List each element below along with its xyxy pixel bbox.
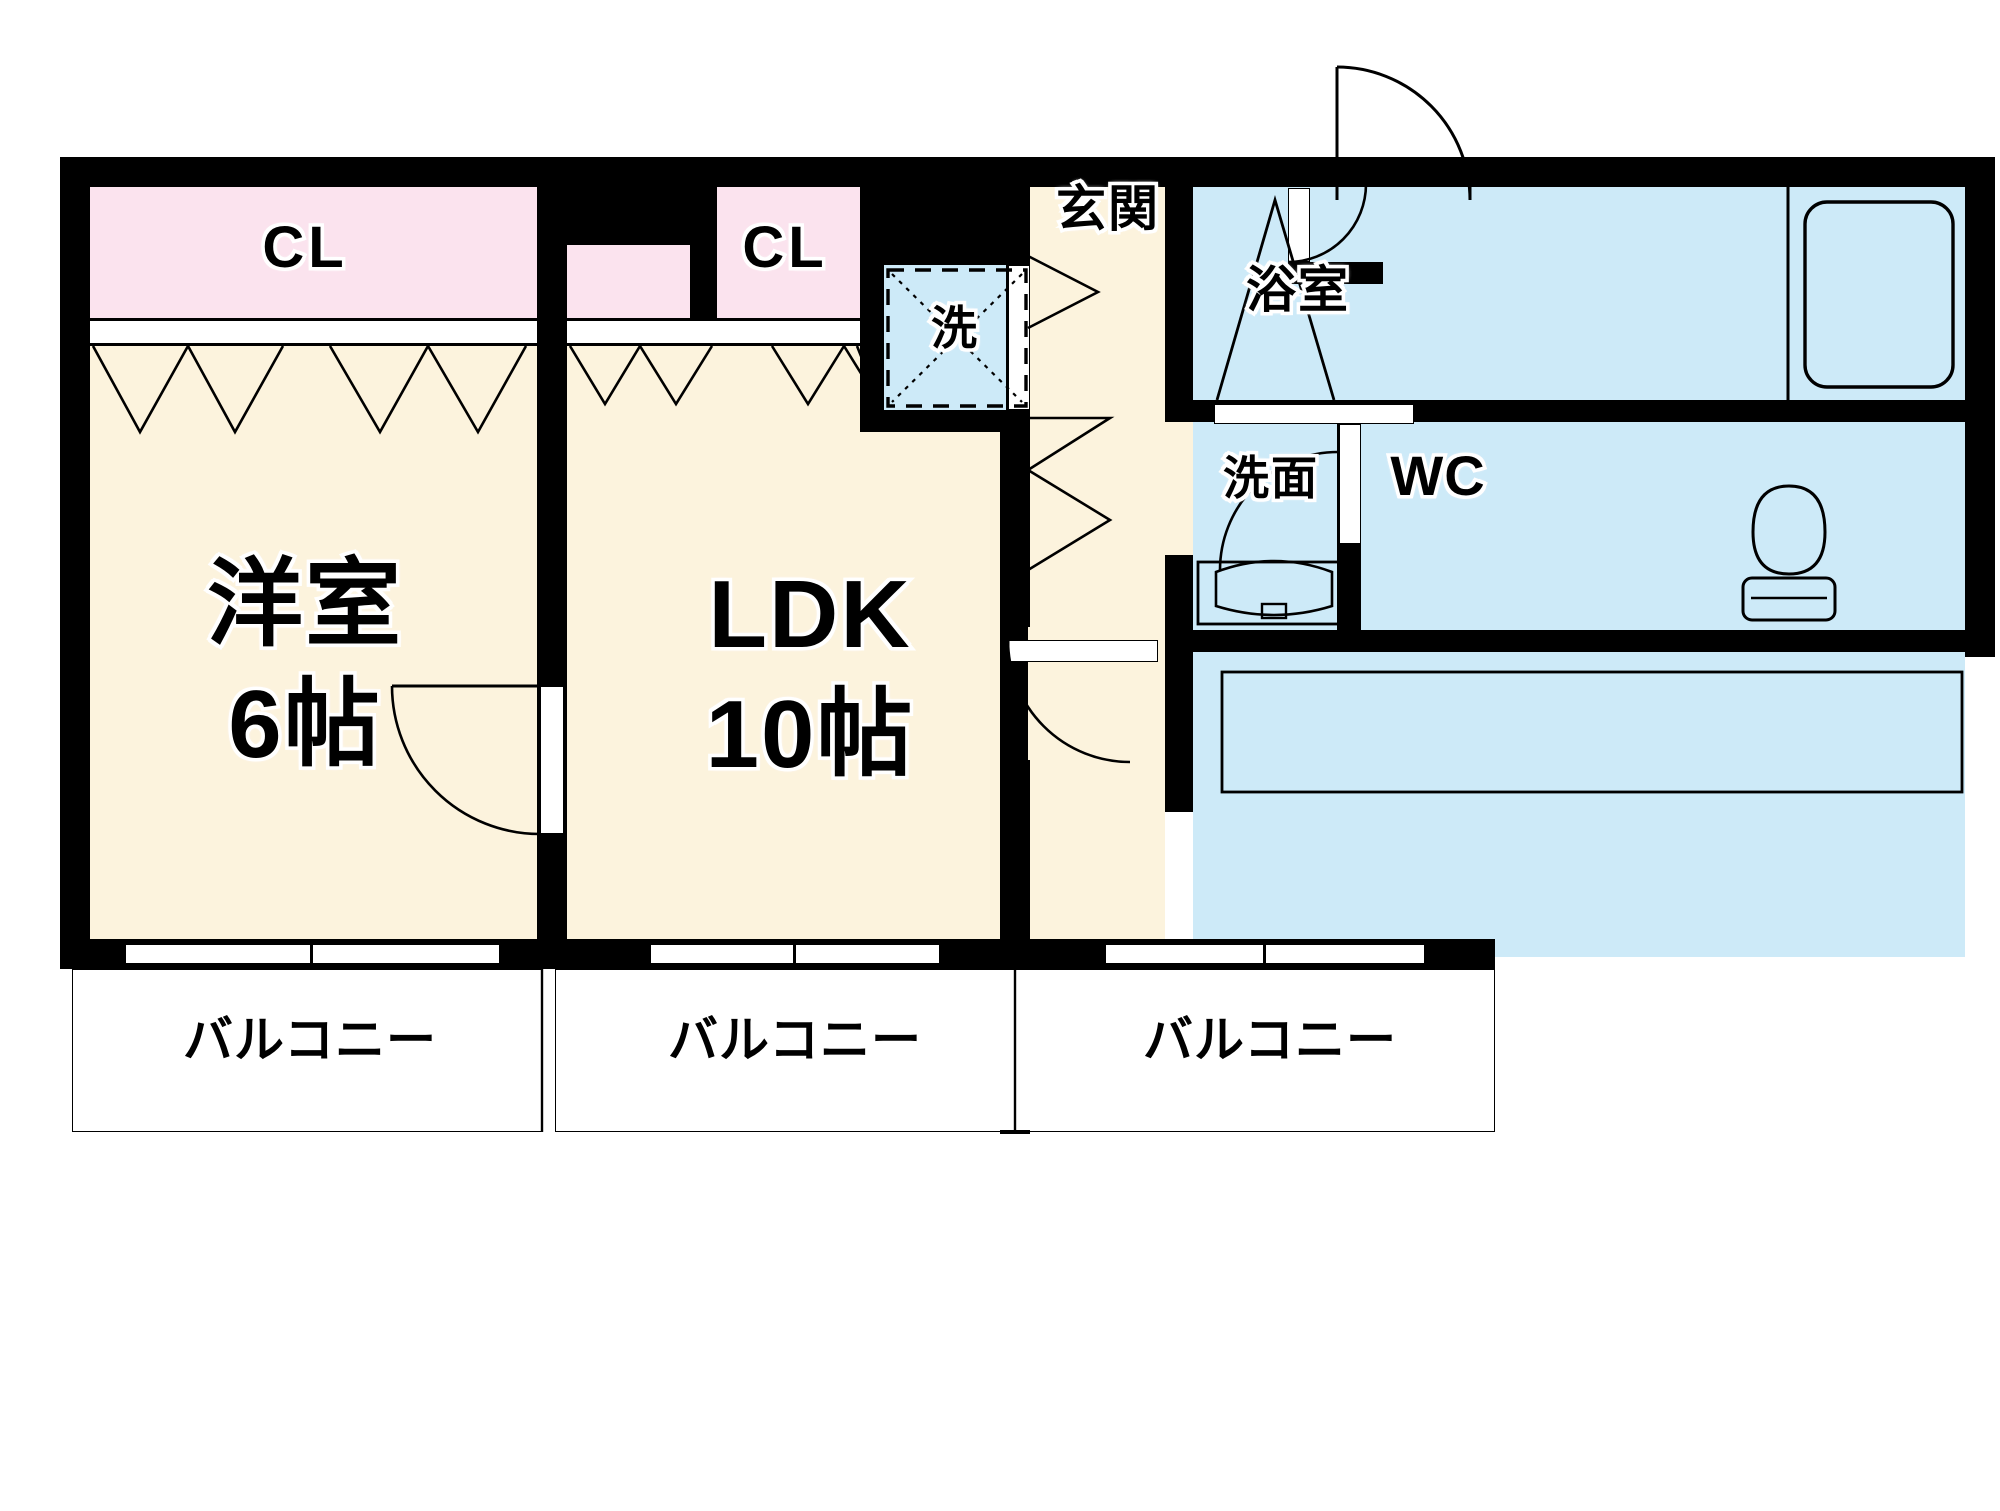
wall-edge-left-redraw: [60, 157, 90, 969]
room-washitsu-name: 洋室: [204, 551, 405, 658]
balcony-center-outline: [555, 969, 1015, 1132]
door-panel-laundry: [1008, 265, 1030, 410]
wall-genkan-right: [1455, 157, 1495, 169]
wall-hall-right-redraw: [1165, 187, 1193, 422]
room-senmen-label: 洗面: [1220, 451, 1321, 505]
closet-left-label: CL: [259, 214, 348, 280]
balcony-left-outline: [72, 969, 542, 1132]
window-washitsu-mullion: [310, 944, 313, 964]
lower-right-wet-fill: [1193, 652, 1965, 957]
wall-partition-redraw: [537, 157, 567, 969]
closet-right-fill-b: [707, 187, 860, 319]
room-ldk-floor-right: [860, 410, 1000, 939]
closet-left-door-line-bottom: [90, 343, 537, 346]
room-washitsu-floor: [90, 345, 537, 939]
room-ldk-size: 10帖: [702, 681, 916, 788]
wall-genkan-threshold: [1288, 157, 1468, 169]
door-panel-senmen: [1339, 424, 1361, 544]
wall-hall-left-mid-redraw: [1006, 412, 1030, 627]
wall-hall-right-redraw3: [1165, 652, 1193, 812]
closet-left-door-line-top: [90, 318, 537, 321]
laundry-wall-left-redraw: [860, 187, 884, 412]
window-bath: [1214, 404, 1414, 424]
laundry-wall-top-redraw: [860, 187, 1030, 265]
window-ldk-mullion: [793, 944, 796, 964]
balcony-center-label: バルコニー: [668, 1012, 922, 1068]
balcony-left-label: バルコニー: [183, 1012, 437, 1068]
door-panel-washitsu: [540, 686, 564, 834]
door-panel-hall: [1008, 640, 1158, 662]
closet-right-door-band: [567, 319, 860, 345]
closet-right-door-line-bottom: [567, 343, 860, 346]
room-washitsu-size: 6帖: [225, 671, 383, 778]
window-right-mullion: [1263, 944, 1266, 964]
room-bath-label: 浴室: [1243, 261, 1352, 319]
balcony-right-outline: [1015, 969, 1495, 1132]
closet-left-door-band: [90, 319, 537, 345]
room-wc-label: WC: [1387, 443, 1488, 507]
room-wc-fill: [1361, 422, 1965, 630]
room-genkan-label: 玄関: [1053, 180, 1162, 238]
wall-edge-top-redraw: [60, 157, 1995, 187]
wall-genkan-top-left: [1193, 157, 1288, 187]
room-ldk-name: LDK: [705, 561, 913, 668]
wall-hall-left-bot-redraw: [1006, 760, 1030, 969]
laundry-label: 洗: [928, 301, 981, 355]
wall-wc-bottom-redraw: [1165, 630, 1995, 652]
laundry-wall-bottom-redraw: [860, 410, 1006, 432]
closet-right-door-line-top: [567, 318, 860, 321]
door-panel-genkan: [1288, 188, 1310, 262]
closet-right-wall-left: [567, 187, 717, 245]
closet-right-label: CL: [739, 214, 828, 280]
closet-right-wall-stub: [690, 245, 717, 319]
hall-floor-lower: [1028, 652, 1165, 957]
balcony-right-label: バルコニー: [1143, 1012, 1397, 1068]
closet-left-fill: [90, 187, 537, 319]
